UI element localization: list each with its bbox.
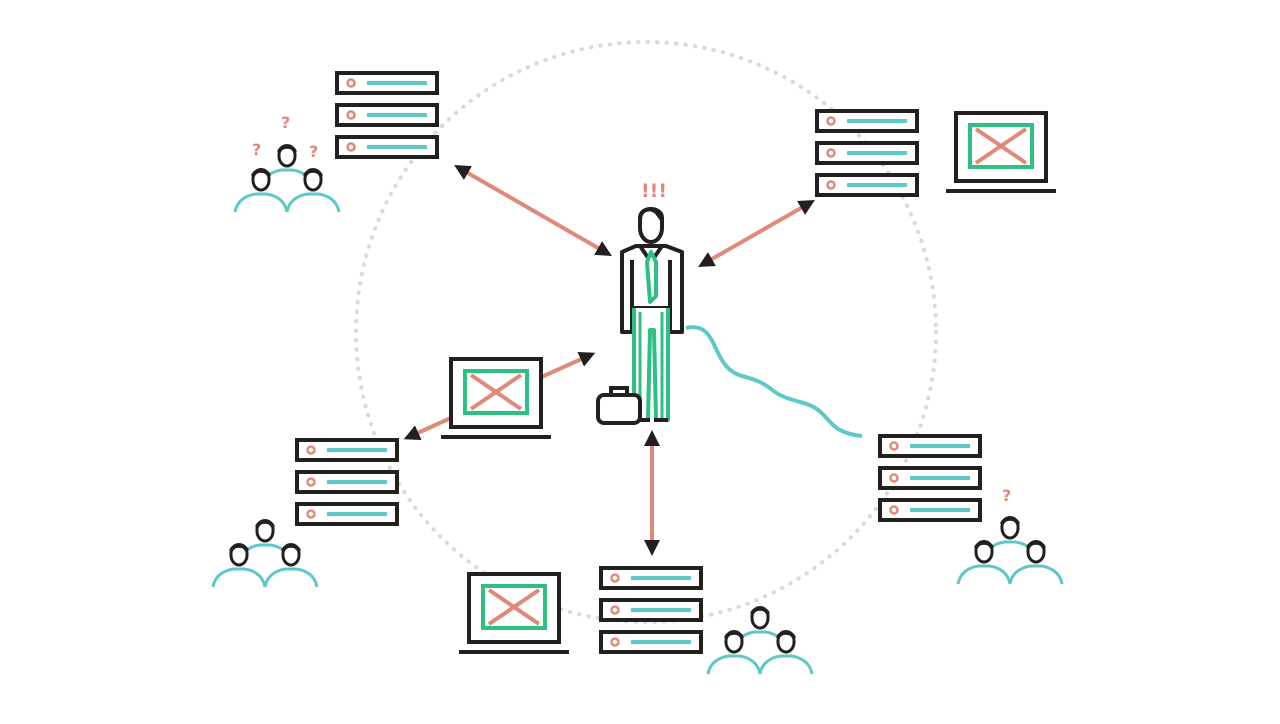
broken-laptop-icon [457,572,571,654]
broken-laptop-icon [439,357,553,439]
server-rack-icon [815,109,919,197]
question-mark: ? [309,142,318,161]
user-group-icon [708,608,812,675]
user-group-icon [213,521,317,588]
arrow-top-right [698,200,815,267]
alert-label: !!! [641,180,667,202]
user-group-icon [235,146,339,213]
server-rack-icon [295,438,399,526]
server-rack-icon [335,71,439,159]
question-mark: ? [281,113,290,132]
user-group-icon [958,518,1062,585]
briefcase-icon [596,386,642,425]
server-rack-icon [878,434,982,522]
question-mark: ? [252,140,261,159]
broken-laptop-icon [944,111,1058,193]
question-mark: ? [1002,486,1011,505]
server-rack-icon [599,566,703,654]
wavy-cable [685,325,863,438]
businessman-icon [620,207,684,422]
arrow-top-left [454,165,612,256]
